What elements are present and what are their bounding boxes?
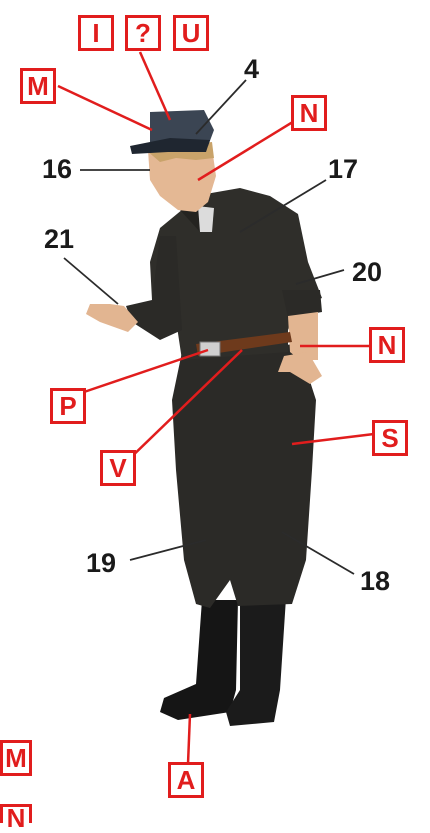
number-label-19: 19 <box>86 550 116 577</box>
callout-a: A <box>168 762 204 798</box>
leader-line-p <box>84 350 208 392</box>
number-label-20: 20 <box>352 259 382 286</box>
leader-line-m-cap <box>58 86 152 130</box>
leader-line-4 <box>196 80 246 134</box>
leader-line-q <box>140 52 170 120</box>
leader-line-n-neck <box>198 120 296 180</box>
callout-u: U <box>173 15 209 51</box>
leader-line-17 <box>240 180 326 232</box>
leader-line-21 <box>64 258 118 304</box>
callout-n-neck: N <box>291 95 327 131</box>
number-label-16: 16 <box>42 156 72 183</box>
leader-line-19 <box>130 540 206 560</box>
callout-n-hand: N <box>369 327 405 363</box>
callout-v: V <box>100 450 136 486</box>
number-label-21: 21 <box>44 226 74 253</box>
leader-line-20 <box>296 270 344 284</box>
callout-m-legend: M <box>0 740 32 776</box>
callout-question: ? <box>125 15 161 51</box>
callout-p: P <box>50 388 86 424</box>
leader-line-a <box>188 714 190 764</box>
leader-line-s <box>292 434 374 444</box>
number-label-18: 18 <box>360 568 390 595</box>
callout-s: S <box>372 420 408 456</box>
leader-line-18 <box>282 532 354 574</box>
number-label-4: 4 <box>244 56 259 83</box>
number-label-17: 17 <box>328 156 358 183</box>
callout-m-cap: M <box>20 68 56 104</box>
callout-n-legend: N <box>0 804 32 823</box>
leader-line-v <box>124 350 242 464</box>
callout-i: I <box>78 15 114 51</box>
